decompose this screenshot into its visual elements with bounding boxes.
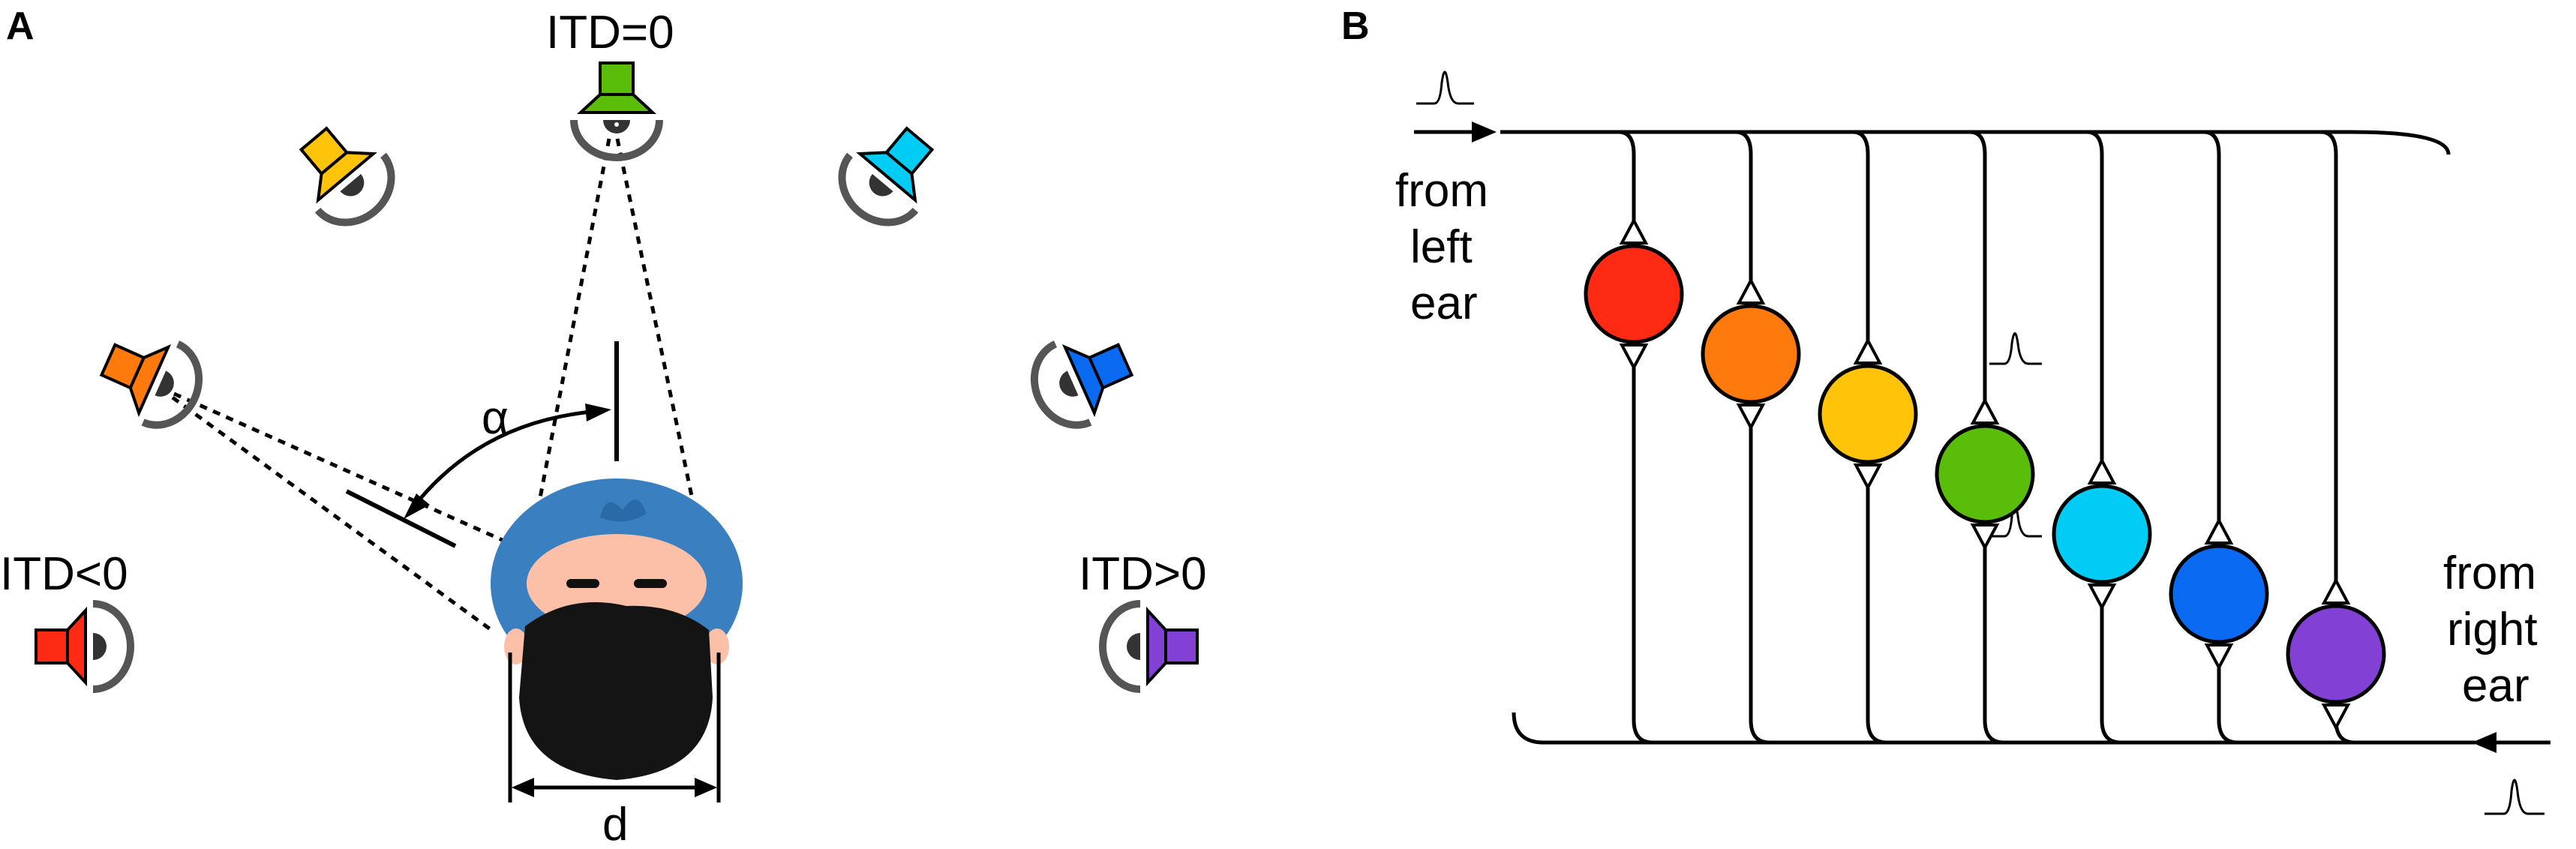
speaker-green [570,62,663,161]
neuron-3 [1818,364,1918,464]
panel-a: A α [0,4,1207,849]
synapse-bottom [1619,344,1649,371]
right-axon-end [1512,712,1683,745]
speaker-orange [99,340,203,429]
angle-arrowhead-right [585,404,611,422]
speaker-blue [1030,340,1134,429]
itd-zero-label: ITD=0 [546,7,674,58]
spike-right-input [2484,778,2544,815]
angle-label: α [482,392,509,444]
left-axon-branch [2203,130,2221,520]
right-axon-branch [1983,548,2004,745]
speaker-cyan [838,126,935,226]
synapse-bottom [2321,704,2351,731]
neuron-5 [2052,484,2152,584]
left-input-arrowhead [1472,122,1497,142]
right-axon-branch [1632,368,1653,745]
synapse-top [1736,277,1766,304]
left-axon-branch [1735,130,1753,280]
back-of-head [519,602,713,780]
angle-arrowhead-left [404,494,430,519]
synapse-top [1853,337,1883,364]
reference-bar-oblique [345,489,457,548]
left-axon-branch [2086,130,2104,460]
synapse-bottom [1970,524,2000,551]
head [491,478,743,780]
left-axon-branch [1852,130,1870,340]
speaker-red [35,600,134,693]
panel-b: B from left ear from right ear [1341,4,2550,815]
synapse-top [2321,577,2351,604]
left-axon-branch [1969,130,1987,400]
right-axon-branch [1749,428,1770,745]
neuron-1 [1584,244,1684,344]
right-axon-branch [2100,608,2121,745]
itd-positive-label: ITD>0 [1079,548,1207,600]
panel-b-letter: B [1341,4,1370,48]
right-input-arrowhead [2472,732,2496,753]
panel-a-letter: A [6,4,35,48]
neuron-2 [1701,304,1801,404]
synapse-top [1619,217,1649,244]
speaker-yellow [299,126,395,226]
left-axon-end [2350,130,2451,155]
left-eye [566,579,599,588]
right-axon-branch [1866,488,1887,745]
left-axon-branch [2320,130,2338,580]
delay-line-circuit [1500,130,2475,745]
right-ear [705,628,729,664]
from-left-ear-label: from left ear [1395,165,1501,329]
neuron-4 [1935,424,2035,524]
synapse-top [2204,517,2234,544]
synapse-top [2087,457,2117,484]
synapse-top [1970,397,2000,424]
synapse-bottom [1736,404,1766,431]
angle-arc [410,409,601,512]
left-axon-branch [1618,130,1636,220]
synapse-bottom [1853,464,1883,491]
hair-tuft [600,500,647,522]
spike-left-input [1416,70,1474,105]
width-measure [508,652,721,802]
right-eye [634,579,667,588]
right-axon-branch [2217,668,2238,745]
itd-negative-label: ITD<0 [0,548,128,600]
spike-green-upper [1989,332,2042,365]
neuron-6 [2169,544,2269,644]
from-right-ear-label: from right ear [2443,548,2550,712]
synapse-bottom [2087,584,2117,611]
neuron-7 [2286,604,2386,704]
distance-label: d [602,799,628,849]
synapse-bottom [2204,644,2234,671]
speaker-purple [1099,600,1199,693]
